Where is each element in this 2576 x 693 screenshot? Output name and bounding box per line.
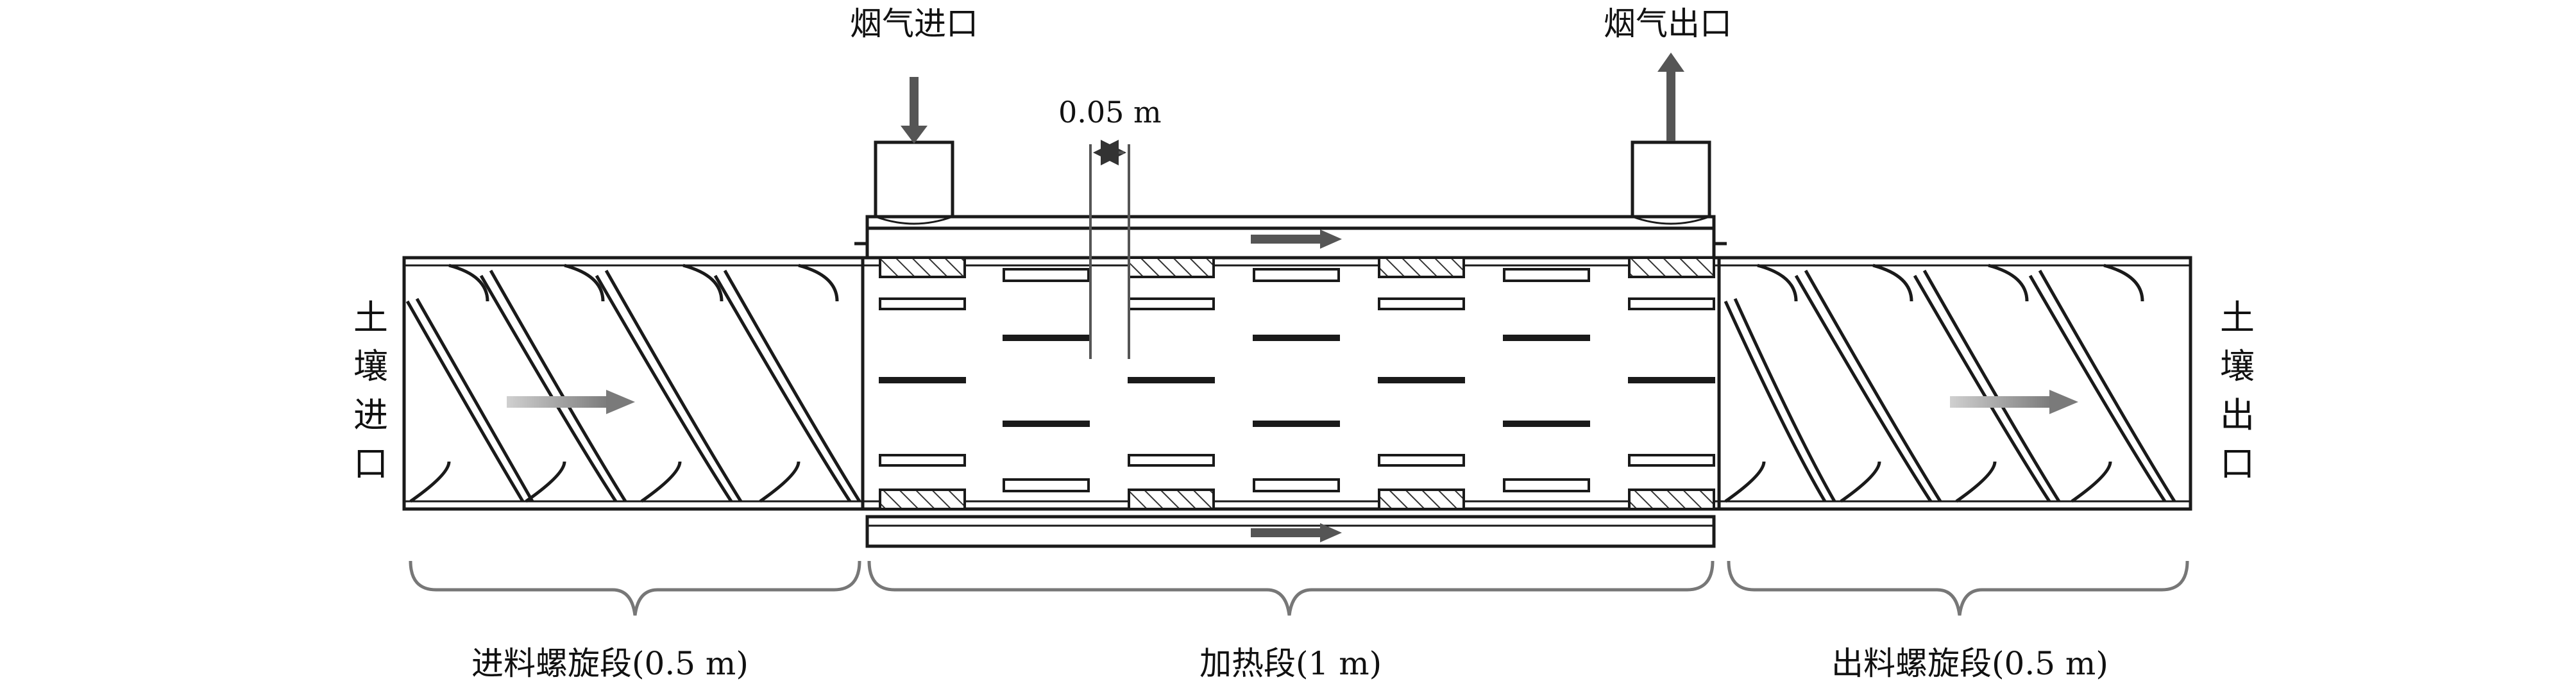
flue-gas-outlet-label: 烟气出口 xyxy=(1604,5,1732,42)
soil-flow-arrow-left xyxy=(507,390,635,414)
brace-discharge xyxy=(1727,560,2189,616)
flue-gas-inlet-arrow xyxy=(901,77,928,144)
gap-dimension-label: 0.05 m xyxy=(1058,95,1162,129)
soil-inlet-char-4: 口 xyxy=(353,444,388,484)
flue-gas-outlet-pipe xyxy=(1631,140,1711,225)
feed-screw-section-label: 进料螺旋段(0.5 m) xyxy=(471,645,749,682)
soil-outlet-char-2: 壤 xyxy=(2220,346,2255,387)
flue-gas-inlet-pipe xyxy=(874,140,954,225)
soil-inlet-char-3: 进 xyxy=(353,395,388,435)
discharge-screw-section-label: 出料螺旋段(0.5 m) xyxy=(1831,645,2108,682)
heating-jacket xyxy=(854,215,1727,548)
soil-outlet-char-4: 口 xyxy=(2220,444,2255,484)
feed-screw xyxy=(405,263,861,503)
discharge-screw xyxy=(1724,263,2176,503)
section-braces xyxy=(409,560,2189,616)
brace-feed xyxy=(409,560,861,616)
main-tube xyxy=(402,256,2192,511)
flue-gas-inlet-label: 烟气进口 xyxy=(850,5,978,42)
soil-outlet-label: 土 壤 出 口 xyxy=(2218,294,2257,488)
baffle-plates xyxy=(879,268,1715,492)
soil-outlet-char-3: 出 xyxy=(2220,395,2255,435)
soil-flow-arrow-right xyxy=(1950,390,2078,414)
hatched-blocks xyxy=(879,256,1715,510)
jacket-flow-arrow-top xyxy=(1251,230,1342,249)
heating-section-label: 加热段(1 m) xyxy=(1199,645,1382,682)
gap-dimension xyxy=(1089,140,1130,359)
soil-inlet-char-1: 土 xyxy=(353,297,388,338)
jacket-flow-arrow-bottom xyxy=(1251,523,1342,542)
soil-inlet-label: 土 壤 进 口 xyxy=(352,294,390,488)
brace-heating xyxy=(867,560,1715,616)
soil-inlet-char-2: 壤 xyxy=(353,346,388,387)
soil-outlet-char-1: 土 xyxy=(2220,297,2255,338)
flue-gas-outlet-arrow xyxy=(1657,53,1684,141)
